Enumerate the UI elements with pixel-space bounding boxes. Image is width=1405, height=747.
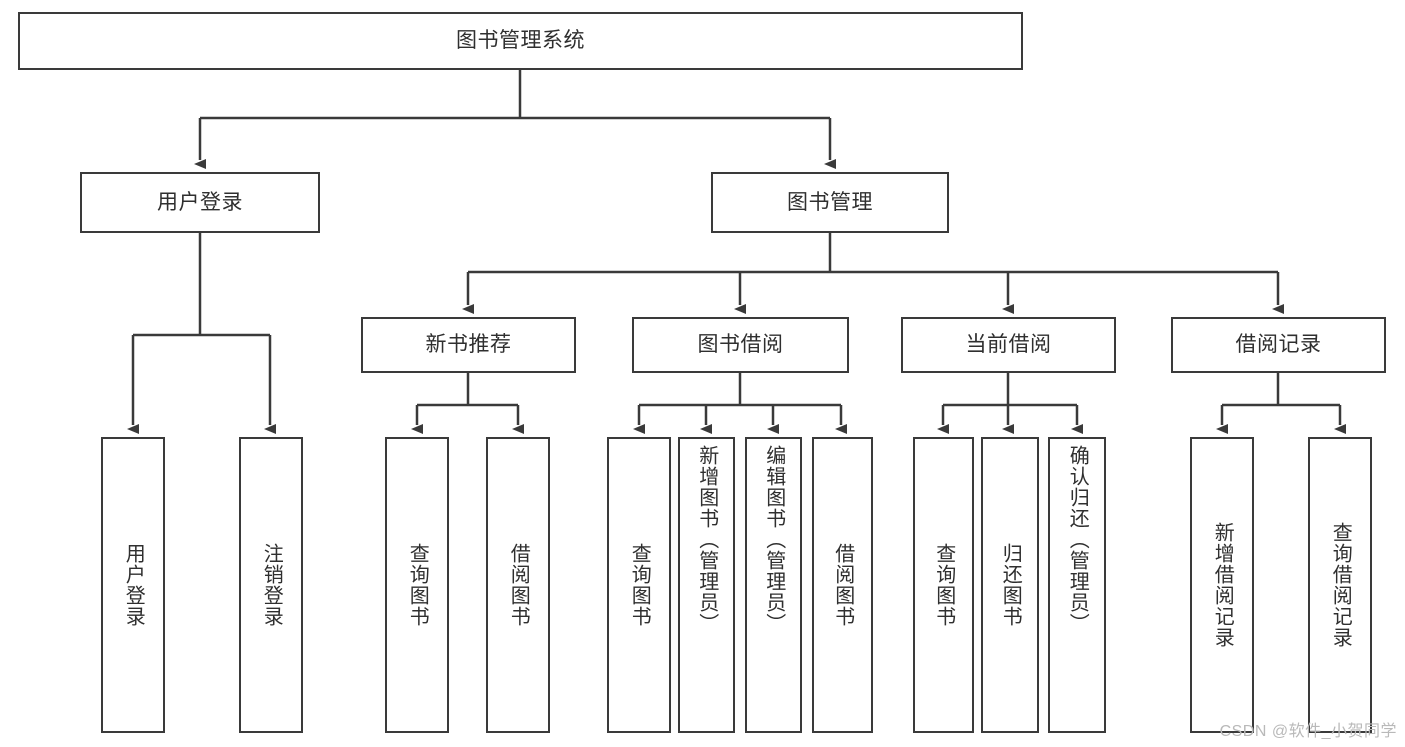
node-label: 归还图书: [999, 543, 1022, 627]
node-label: 查询图书: [932, 543, 955, 627]
leaf-edit-book-admin[interactable]: 编辑图书（管理员）: [745, 437, 802, 733]
node-label: 查询图书: [406, 543, 429, 627]
node-label: 注销登录: [260, 543, 283, 627]
node-user-login[interactable]: 用户登录: [80, 172, 320, 233]
leaf-add-borrow-record[interactable]: 新增借阅记录: [1190, 437, 1254, 733]
csdn-watermark: CSDN @软件_小贺同学: [1219, 723, 1397, 740]
leaf-query-book-recommend[interactable]: 查询图书: [385, 437, 449, 733]
leaf-return-book[interactable]: 归还图书: [981, 437, 1039, 733]
node-label: 图书管理: [787, 190, 873, 214]
node-label: 图书借阅: [697, 333, 784, 357]
node-label: 新增图书（管理员）: [695, 445, 718, 634]
node-label: 确认归还（管理员）: [1066, 445, 1089, 634]
node-label: 用户登录: [122, 543, 145, 627]
node-book-borrow[interactable]: 图书借阅: [632, 317, 849, 373]
node-book-management[interactable]: 图书管理: [711, 172, 949, 233]
node-label: 编辑图书（管理员）: [762, 445, 785, 634]
node-label: 查询图书: [628, 543, 651, 627]
leaf-query-book-current[interactable]: 查询图书: [913, 437, 974, 733]
node-label: 当前借阅: [965, 333, 1052, 357]
leaf-user-login[interactable]: 用户登录: [101, 437, 165, 733]
node-label: 借阅记录: [1235, 333, 1322, 357]
node-borrow-record[interactable]: 借阅记录: [1171, 317, 1386, 373]
node-label: 新增借阅记录: [1211, 522, 1234, 648]
node-label: 图书管理系统: [456, 29, 585, 53]
node-label: 用户登录: [157, 190, 243, 214]
leaf-query-borrow-record[interactable]: 查询借阅记录: [1308, 437, 1372, 733]
node-book-management-system[interactable]: 图书管理系统: [18, 12, 1023, 70]
node-label: 查询借阅记录: [1329, 522, 1352, 648]
node-new-book-recommend[interactable]: 新书推荐: [361, 317, 576, 373]
node-label: 借阅图书: [507, 543, 530, 627]
node-current-borrow[interactable]: 当前借阅: [901, 317, 1116, 373]
leaf-add-book-admin[interactable]: 新增图书（管理员）: [678, 437, 735, 733]
leaf-query-book-borrow[interactable]: 查询图书: [607, 437, 671, 733]
leaf-borrow-book-recommend[interactable]: 借阅图书: [486, 437, 550, 733]
leaf-confirm-return-admin[interactable]: 确认归还（管理员）: [1048, 437, 1106, 733]
node-label: 借阅图书: [831, 543, 854, 627]
node-label: 新书推荐: [425, 333, 512, 357]
leaf-logout[interactable]: 注销登录: [239, 437, 303, 733]
leaf-borrow-book[interactable]: 借阅图书: [812, 437, 873, 733]
